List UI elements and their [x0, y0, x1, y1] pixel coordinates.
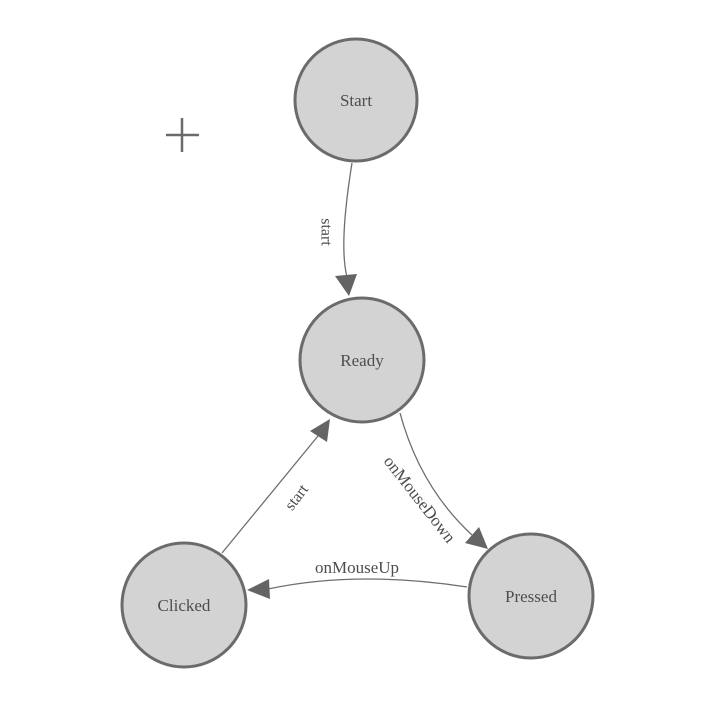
- state-circle: [298, 296, 426, 424]
- node-pressed[interactable]: Pressed: [467, 532, 595, 660]
- edge-label: onMouseUp: [315, 558, 399, 577]
- edge-line: [343, 162, 353, 278]
- edge-line: [399, 412, 473, 536]
- edge-ready-to-pressed[interactable]: onMouseDown: [380, 412, 488, 549]
- state-circle: [467, 532, 595, 660]
- edge-line: [267, 578, 468, 590]
- state-label: Clicked: [158, 596, 211, 615]
- arrowhead-icon: [335, 274, 357, 296]
- state-circle: [120, 541, 248, 669]
- arrowhead-icon: [247, 579, 270, 599]
- arrowhead-icon: [465, 527, 488, 549]
- state-label: Pressed: [505, 587, 557, 606]
- node-ready[interactable]: Ready: [298, 296, 426, 424]
- state-label: Start: [340, 91, 372, 110]
- edge-label: start: [317, 218, 334, 246]
- state-label: Ready: [340, 351, 384, 370]
- plus-icon: [166, 118, 199, 152]
- edge-label: start: [282, 481, 312, 514]
- edge-start-to-ready[interactable]: start: [317, 162, 357, 296]
- edge-pressed-to-clicked[interactable]: onMouseUp: [247, 558, 468, 599]
- edge-line: [221, 435, 319, 554]
- node-start[interactable]: Start: [293, 37, 419, 163]
- node-clicked[interactable]: Clicked: [120, 541, 248, 669]
- state-circle: [293, 37, 419, 163]
- arrowhead-icon: [310, 419, 330, 442]
- edge-clicked-to-ready[interactable]: start: [221, 419, 330, 554]
